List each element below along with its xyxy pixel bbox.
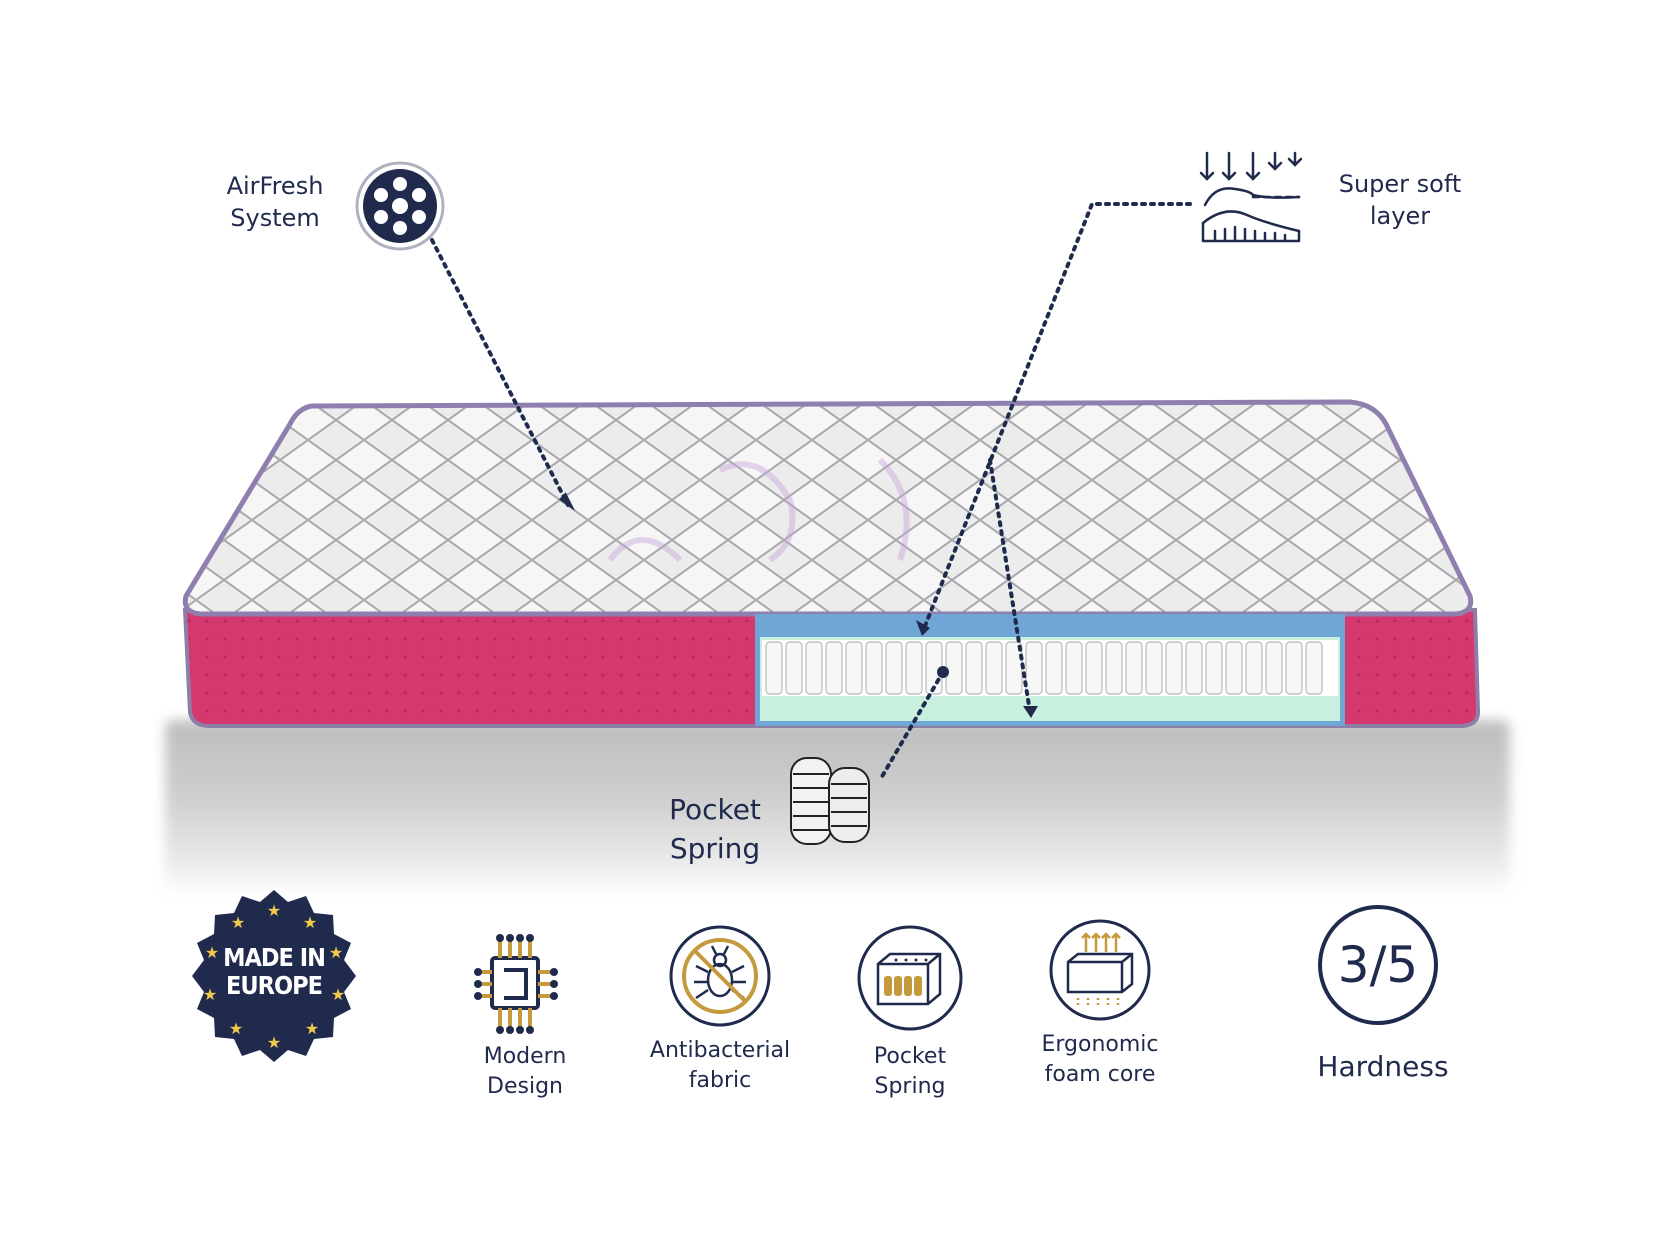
svg-text:★: ★ <box>303 913 317 932</box>
spring-row <box>765 641 1323 695</box>
airfresh-holes-icon <box>355 161 445 251</box>
svg-text:★: ★ <box>205 943 219 962</box>
svg-text:★: ★ <box>203 985 217 1004</box>
svg-text:★: ★ <box>267 901 281 920</box>
no-bug-icon <box>669 925 771 1027</box>
svg-text:★: ★ <box>331 985 345 1004</box>
made-in-europe-text: MADE IN EUROPE <box>223 943 326 1000</box>
svg-text:★: ★ <box>305 1019 319 1038</box>
super-soft-label: Super soft layer <box>1338 170 1462 231</box>
svg-text:★: ★ <box>329 943 343 962</box>
feature-foam-core-label: Ergonomic foam core <box>1041 1032 1159 1087</box>
feature-modern-design-label: Modern Design <box>483 1044 567 1099</box>
brand-print-watermark <box>607 457 910 563</box>
soft-layer-icon <box>1199 151 1303 243</box>
coil-springs-icon <box>790 757 870 845</box>
arrow-heads <box>558 492 1038 718</box>
hardness-value: 3/5 <box>1337 936 1419 994</box>
chip-icon <box>474 934 558 1034</box>
svg-text:★: ★ <box>229 1019 243 1038</box>
foam-core-icon <box>1049 919 1151 1021</box>
feature-antibacterial-label: Antibacterial fabric <box>649 1038 791 1093</box>
hardness-circle: 3/5 <box>1318 905 1438 1025</box>
feature-pocket-spring-label: Pocket Spring <box>873 1044 947 1099</box>
pocket-spring-callout-label: Pocket Spring <box>669 793 761 866</box>
airfresh-label: AirFresh System <box>226 172 324 233</box>
svg-text:★: ★ <box>231 913 245 932</box>
mattress-springs-icon <box>857 925 963 1031</box>
svg-text:★: ★ <box>267 1033 281 1052</box>
leader-lines <box>430 202 1192 782</box>
hardness-label: Hardness <box>1317 1050 1449 1083</box>
eu-stars-badge-icon: ★ ★ ★ ★ ★ ★ ★ ★ ★ ★ <box>192 890 356 1062</box>
